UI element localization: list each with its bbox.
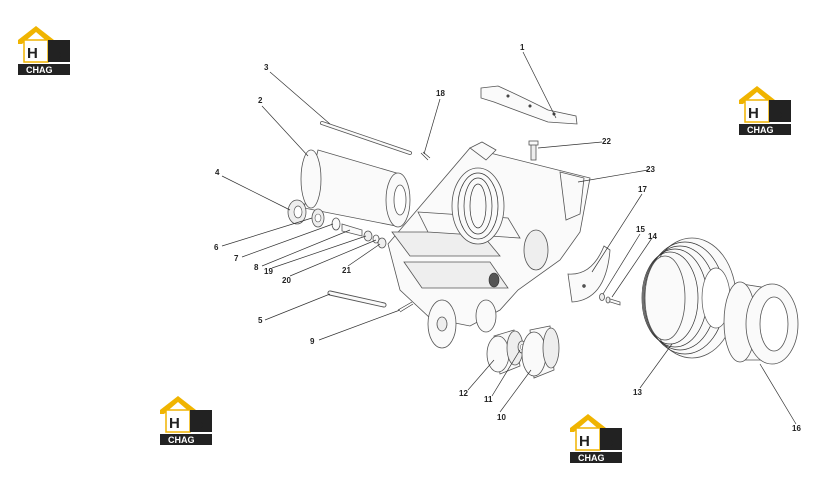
callout-8: 8 [254,263,259,272]
callout-19: 19 [264,267,273,276]
part-23-main-frame [387,141,591,349]
part-12-roller [486,329,524,375]
part-7-ring [331,217,341,231]
callout-9: 9 [310,337,315,346]
part-16-drum [723,281,799,365]
callout-labels: 1 2 3 4 5 6 7 8 9 10 11 12 13 14 15 16 1… [214,43,801,433]
svg-text:CHAG: CHAG [747,125,774,135]
part-18-cotter-pin [420,151,431,161]
callout-2: 2 [258,96,263,105]
callout-22: 22 [602,137,611,146]
callout-1: 1 [520,43,525,52]
callout-17: 17 [638,185,647,194]
part-13-grooved-pulley [641,237,737,359]
svg-text:B: B [51,45,62,62]
part-10-roller [521,325,560,379]
callout-7: 7 [234,254,239,263]
part-6-washer [311,208,325,228]
part-9-small-pin [397,301,414,313]
part-15-washer [599,293,605,301]
callout-15: 15 [636,225,645,234]
callout-14: 14 [648,232,657,241]
part-22-bolt [528,140,539,161]
callout-3: 3 [264,63,269,72]
part-5-lower-pin [327,290,387,308]
svg-text:CHAG: CHAG [578,453,605,463]
svg-text:H: H [169,415,180,432]
svg-text:CHAG: CHAG [26,65,53,75]
svg-text:H: H [27,45,38,62]
svg-text:CHAG: CHAG [168,435,195,445]
callout-5: 5 [258,316,263,325]
svg-text:H: H [748,105,759,122]
part-19-nut [363,230,373,242]
leader-lines [221,51,797,425]
part-14-bolt [605,296,621,306]
svg-text:B: B [603,433,614,450]
part-1-top-plate [480,85,578,125]
callout-13: 13 [633,388,642,397]
callout-16: 16 [792,424,801,433]
part-2-cylinder-roller [300,149,411,228]
svg-text:B: B [772,105,783,122]
callout-23: 23 [646,165,655,174]
part-8-shaft [341,223,363,237]
svg-text:B: B [193,415,204,432]
callout-21: 21 [342,266,351,275]
callout-10: 10 [497,413,506,422]
callout-18: 18 [436,89,445,98]
callout-12: 12 [459,389,468,398]
svg-text:H: H [579,433,590,450]
callout-6: 6 [214,243,219,252]
callout-4: 4 [215,168,220,177]
callout-11: 11 [484,395,493,404]
callout-20: 20 [282,276,291,285]
part-3-long-pin [320,121,412,155]
part-21-nut [377,237,387,249]
part-4-bearing [287,199,307,225]
